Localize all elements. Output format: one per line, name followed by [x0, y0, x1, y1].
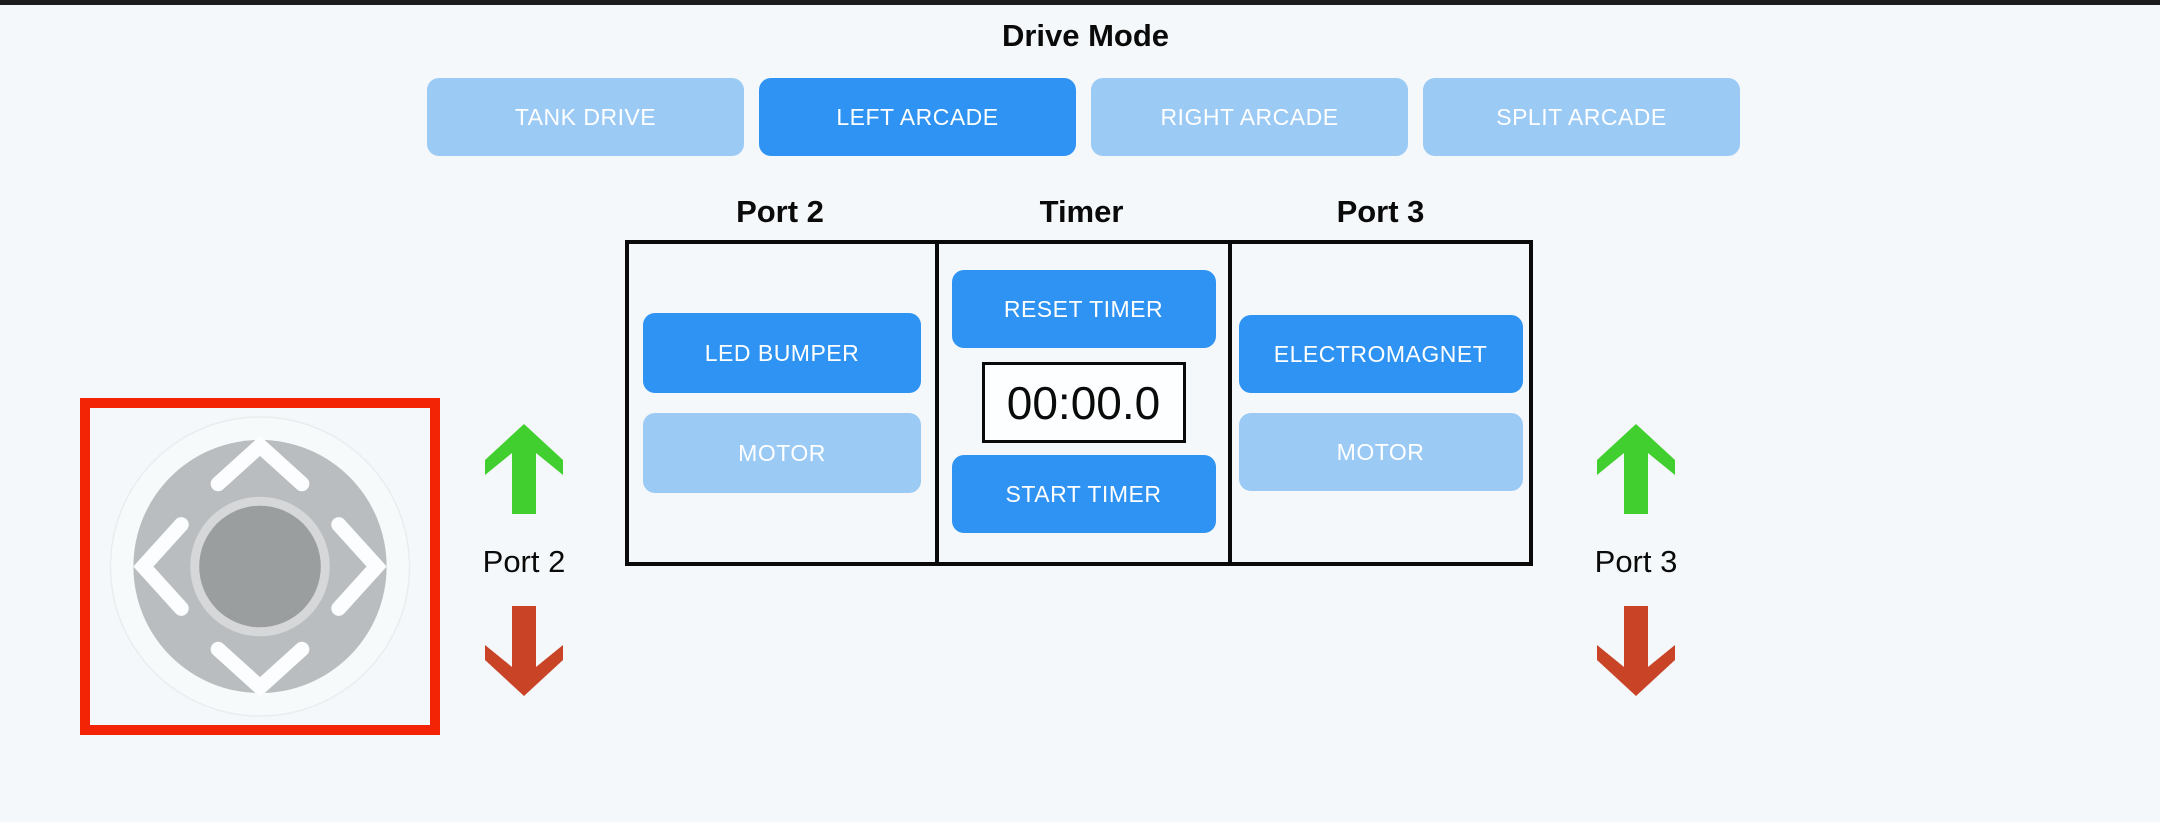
joystick-down-chevron-icon	[210, 641, 310, 698]
port-2-cell: LED BUMPER MOTOR	[629, 244, 935, 562]
timer-column-header: Timer	[1039, 194, 1124, 229]
tank-drive-button[interactable]: TANK DRIVE	[427, 78, 744, 156]
drive-mode-title: Drive Mode	[1001, 18, 1170, 53]
port-2-down-arrow-icon[interactable]	[485, 606, 563, 696]
port-2-column-header: Port 2	[736, 194, 824, 229]
joystick-knob[interactable]	[199, 505, 321, 628]
port-2-up-arrow-icon[interactable]	[485, 424, 563, 514]
joystick-zone[interactable]	[80, 398, 440, 735]
port-3-column-header: Port 3	[1336, 194, 1425, 229]
port-3-cell: ELECTROMAGNET MOTOR	[1228, 244, 1529, 562]
joystick-icon[interactable]	[90, 408, 430, 725]
port-3-indicator: Port 3	[1556, 424, 1716, 696]
top-divider-bar	[0, 0, 2160, 5]
port-3-motor-button[interactable]: MOTOR	[1238, 413, 1523, 491]
electromagnet-button[interactable]: ELECTROMAGNET	[1238, 315, 1523, 393]
port-2-motor-button[interactable]: MOTOR	[643, 413, 921, 493]
timer-display: 00:00.0	[981, 362, 1186, 443]
reset-timer-button[interactable]: RESET TIMER	[951, 270, 1216, 348]
port-3-down-arrow-icon[interactable]	[1597, 606, 1675, 696]
start-timer-button[interactable]: START TIMER	[951, 455, 1216, 533]
port-2-indicator: Port 2	[444, 424, 604, 696]
split-arcade-button[interactable]: SPLIT ARCADE	[1423, 78, 1740, 156]
joystick-right-chevron-icon	[331, 517, 387, 616]
port-3-indicator-label: Port 3	[1594, 544, 1678, 579]
left-arcade-button[interactable]: LEFT ARCADE	[759, 78, 1076, 156]
drive-mode-button-row: TANK DRIVE LEFT ARCADE RIGHT ARCADE SPLI…	[427, 78, 1740, 156]
joystick-up-chevron-icon	[210, 435, 310, 492]
joystick-left-chevron-icon	[133, 517, 189, 616]
led-bumper-button[interactable]: LED BUMPER	[643, 313, 921, 393]
port-2-indicator-label: Port 2	[482, 544, 566, 579]
port-3-up-arrow-icon[interactable]	[1597, 424, 1675, 514]
timer-cell: RESET TIMER 00:00.0 START TIMER	[935, 244, 1228, 562]
control-table: LED BUMPER MOTOR RESET TIMER 00:00.0 STA…	[625, 240, 1533, 566]
right-arcade-button[interactable]: RIGHT ARCADE	[1091, 78, 1408, 156]
